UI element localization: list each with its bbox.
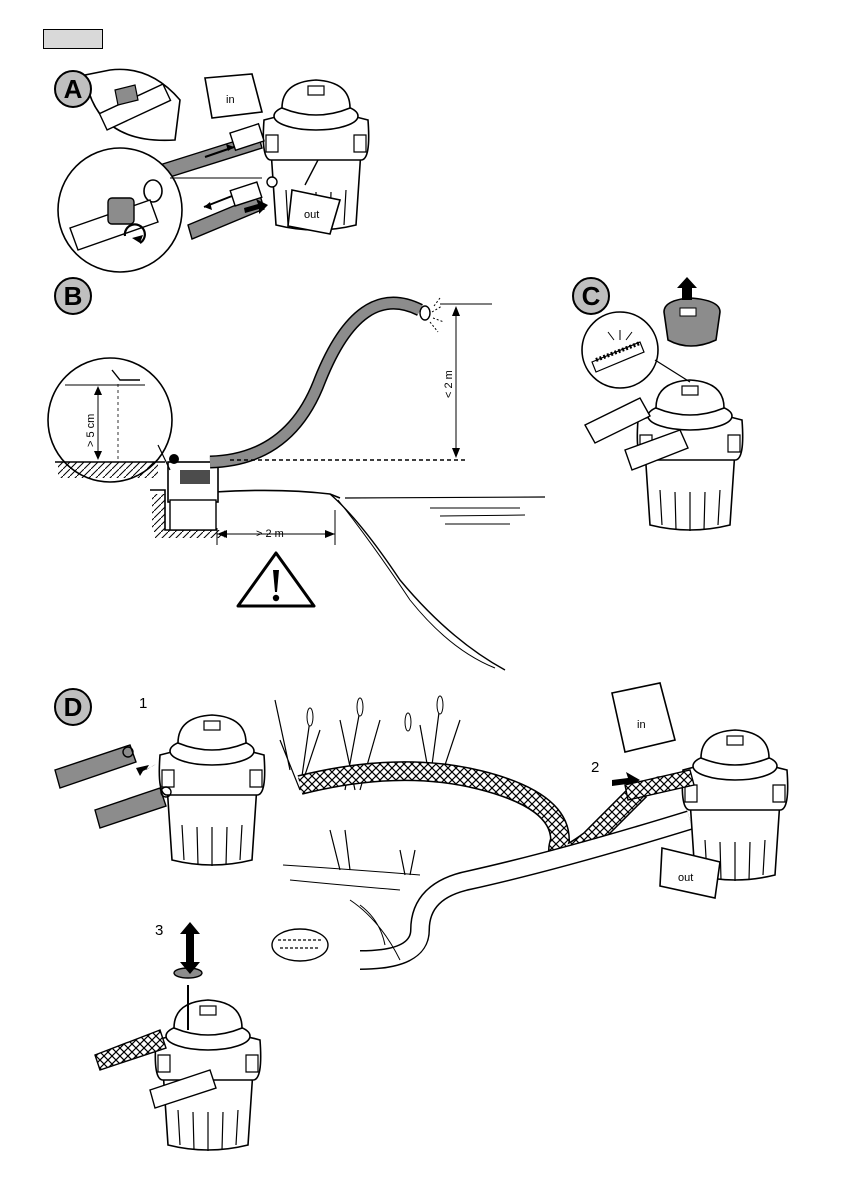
- step-3-label: 3: [155, 922, 163, 939]
- height-label: < 2 m: [443, 370, 455, 398]
- section-b-illustration: [48, 298, 545, 670]
- depth-label: > 5 cm: [85, 414, 97, 447]
- bubble-in-label-a: in: [226, 94, 235, 106]
- step-2-label: 2: [591, 759, 599, 776]
- section-b-badge: B: [54, 277, 92, 315]
- warning-triangle-icon: [238, 553, 314, 606]
- section-c-badge: C: [572, 277, 610, 315]
- bubble-out-label-a: out: [304, 209, 319, 221]
- section-a-badge: A: [54, 70, 92, 108]
- section-c-illustration: [582, 277, 743, 531]
- section-d-illustration: [55, 683, 788, 1151]
- bubble-in-label-d: in: [637, 719, 646, 731]
- bubble-out-label-d: out: [678, 872, 693, 884]
- up-arrow-icon: [677, 277, 697, 300]
- section-a-illustration: [58, 69, 369, 272]
- step-1-label: 1: [139, 695, 147, 712]
- push-arrow-icon: [136, 764, 156, 776]
- distance-label: > 2 m: [256, 528, 284, 540]
- section-d-badge: D: [54, 688, 92, 726]
